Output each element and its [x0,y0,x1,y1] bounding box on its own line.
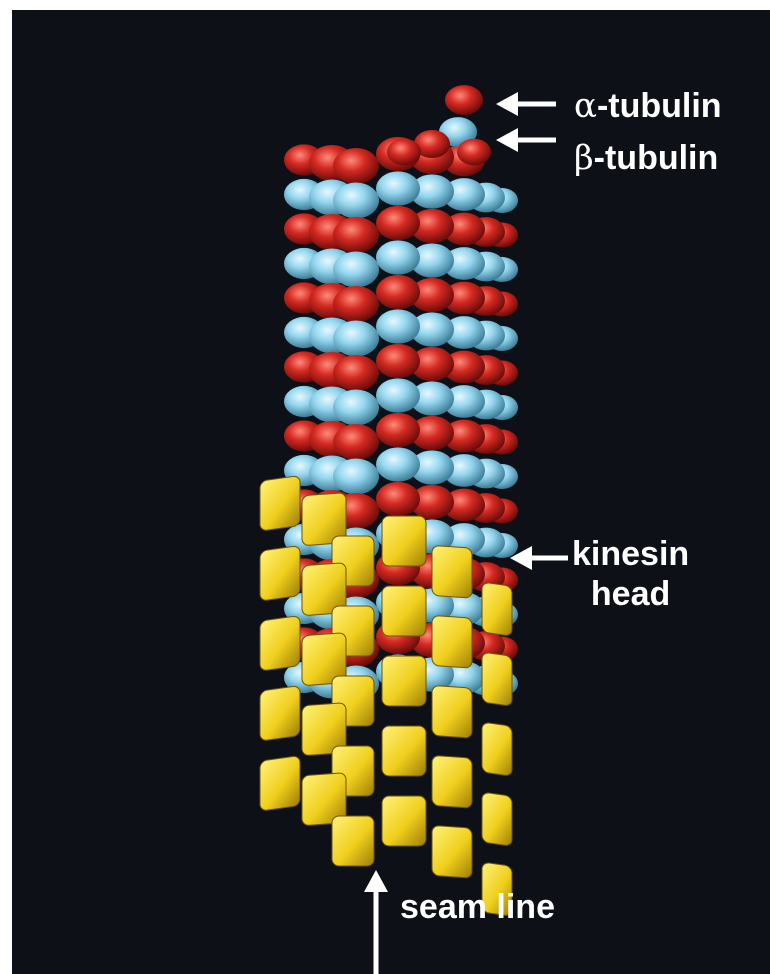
kinesin-head-block [432,825,472,878]
kinesin-head [482,792,512,846]
beta-symbol: β [574,138,594,178]
kinesin-head [432,615,472,668]
kinesin-head [432,755,472,808]
alpha-tubulin-subunit [457,139,491,166]
alpha-tubulin-subunit [376,413,420,447]
kinesin-head [260,686,300,742]
kinesin-head [260,476,300,532]
kinesin-head-block [382,796,426,846]
kinesin-head [332,816,374,866]
beta-tubulin-subunit [333,321,379,357]
beta-tubulin-subunit [376,171,420,205]
alpha-tubulin-subunit [333,217,379,253]
kinesin-head-block [260,476,300,532]
beta-tubulin-subunit [376,309,420,343]
alpha-tubulin-subunit [376,482,420,516]
kinesin-head [382,796,426,846]
kinesin-head-block [432,755,472,808]
kinesin-head-block [432,545,472,598]
kinesin-head [382,656,426,706]
alpha-tubulin-subunit [445,85,483,115]
kinesin-head [482,722,512,776]
kinesin-head [482,652,512,706]
kinesin-head [382,726,426,776]
seam-arrow [364,870,388,974]
kinesin-head [260,616,300,672]
kinesin-head-block [260,546,300,602]
beta-tubulin-subunit [333,183,379,219]
kinesin-head-block [260,756,300,812]
beta-arrow [496,128,556,152]
kinesin-head [260,546,300,602]
kinesin-head [482,582,512,636]
kinesin-head-block [482,722,512,776]
kinesin-head-block [482,582,512,636]
kinesin-head [432,825,472,878]
kinesin-head [432,545,472,598]
beta-tubulin-subunit [376,240,420,274]
kinesin-head-block [432,615,472,668]
kinesin-label-line1: kinesin [572,534,689,574]
kinesin-head-block [382,516,426,566]
alpha-tubulin-subunit [387,139,421,166]
kinesin-arrow [510,546,568,570]
alpha-tubulin-subunit [376,275,420,309]
alpha-tubulin-subunit [376,344,420,378]
kinesin-label-line2: head [572,574,689,614]
kinesin-head [260,756,300,812]
beta-tubulin-subunit [376,447,420,481]
kinesin-head-block [382,656,426,706]
kinesin-head-label: kinesinhead [572,534,689,614]
alpha-tubulin-label: α-tubulin [574,86,722,126]
beta-tubulin-label: β-tubulin [574,138,718,178]
seam-line-label: seam line [400,888,555,927]
kinesin-head-block [432,685,472,738]
alpha-tubulin-subunit [333,286,379,322]
kinesin-head [432,685,472,738]
beta-tubulin-subunit [333,390,379,426]
kinesin-head-block [260,616,300,672]
beta-tubulin-subunit [376,378,420,412]
kinesin-head [382,516,426,566]
kinesin-head-block [260,686,300,742]
kinesin-head-block [382,586,426,636]
alpha-symbol: α [574,86,597,126]
kinesin-head [382,586,426,636]
beta-tubulin-subunit [333,252,379,288]
kinesin-head-block [482,792,512,846]
alpha-tubulin-subunit [333,355,379,391]
beta-tubulin-subunit [333,459,379,495]
alpha-tubulin-subunit [333,148,379,184]
beta-label-text: -tubulin [594,139,719,177]
alpha-tubulin-subunit [333,424,379,460]
alpha-label-text: -tubulin [597,87,722,125]
alpha-tubulin-subunit [376,206,420,240]
kinesin-head-block [382,726,426,776]
kinesin-head-block [332,816,374,866]
alpha-arrow [496,92,556,116]
kinesin-head-block [482,652,512,706]
